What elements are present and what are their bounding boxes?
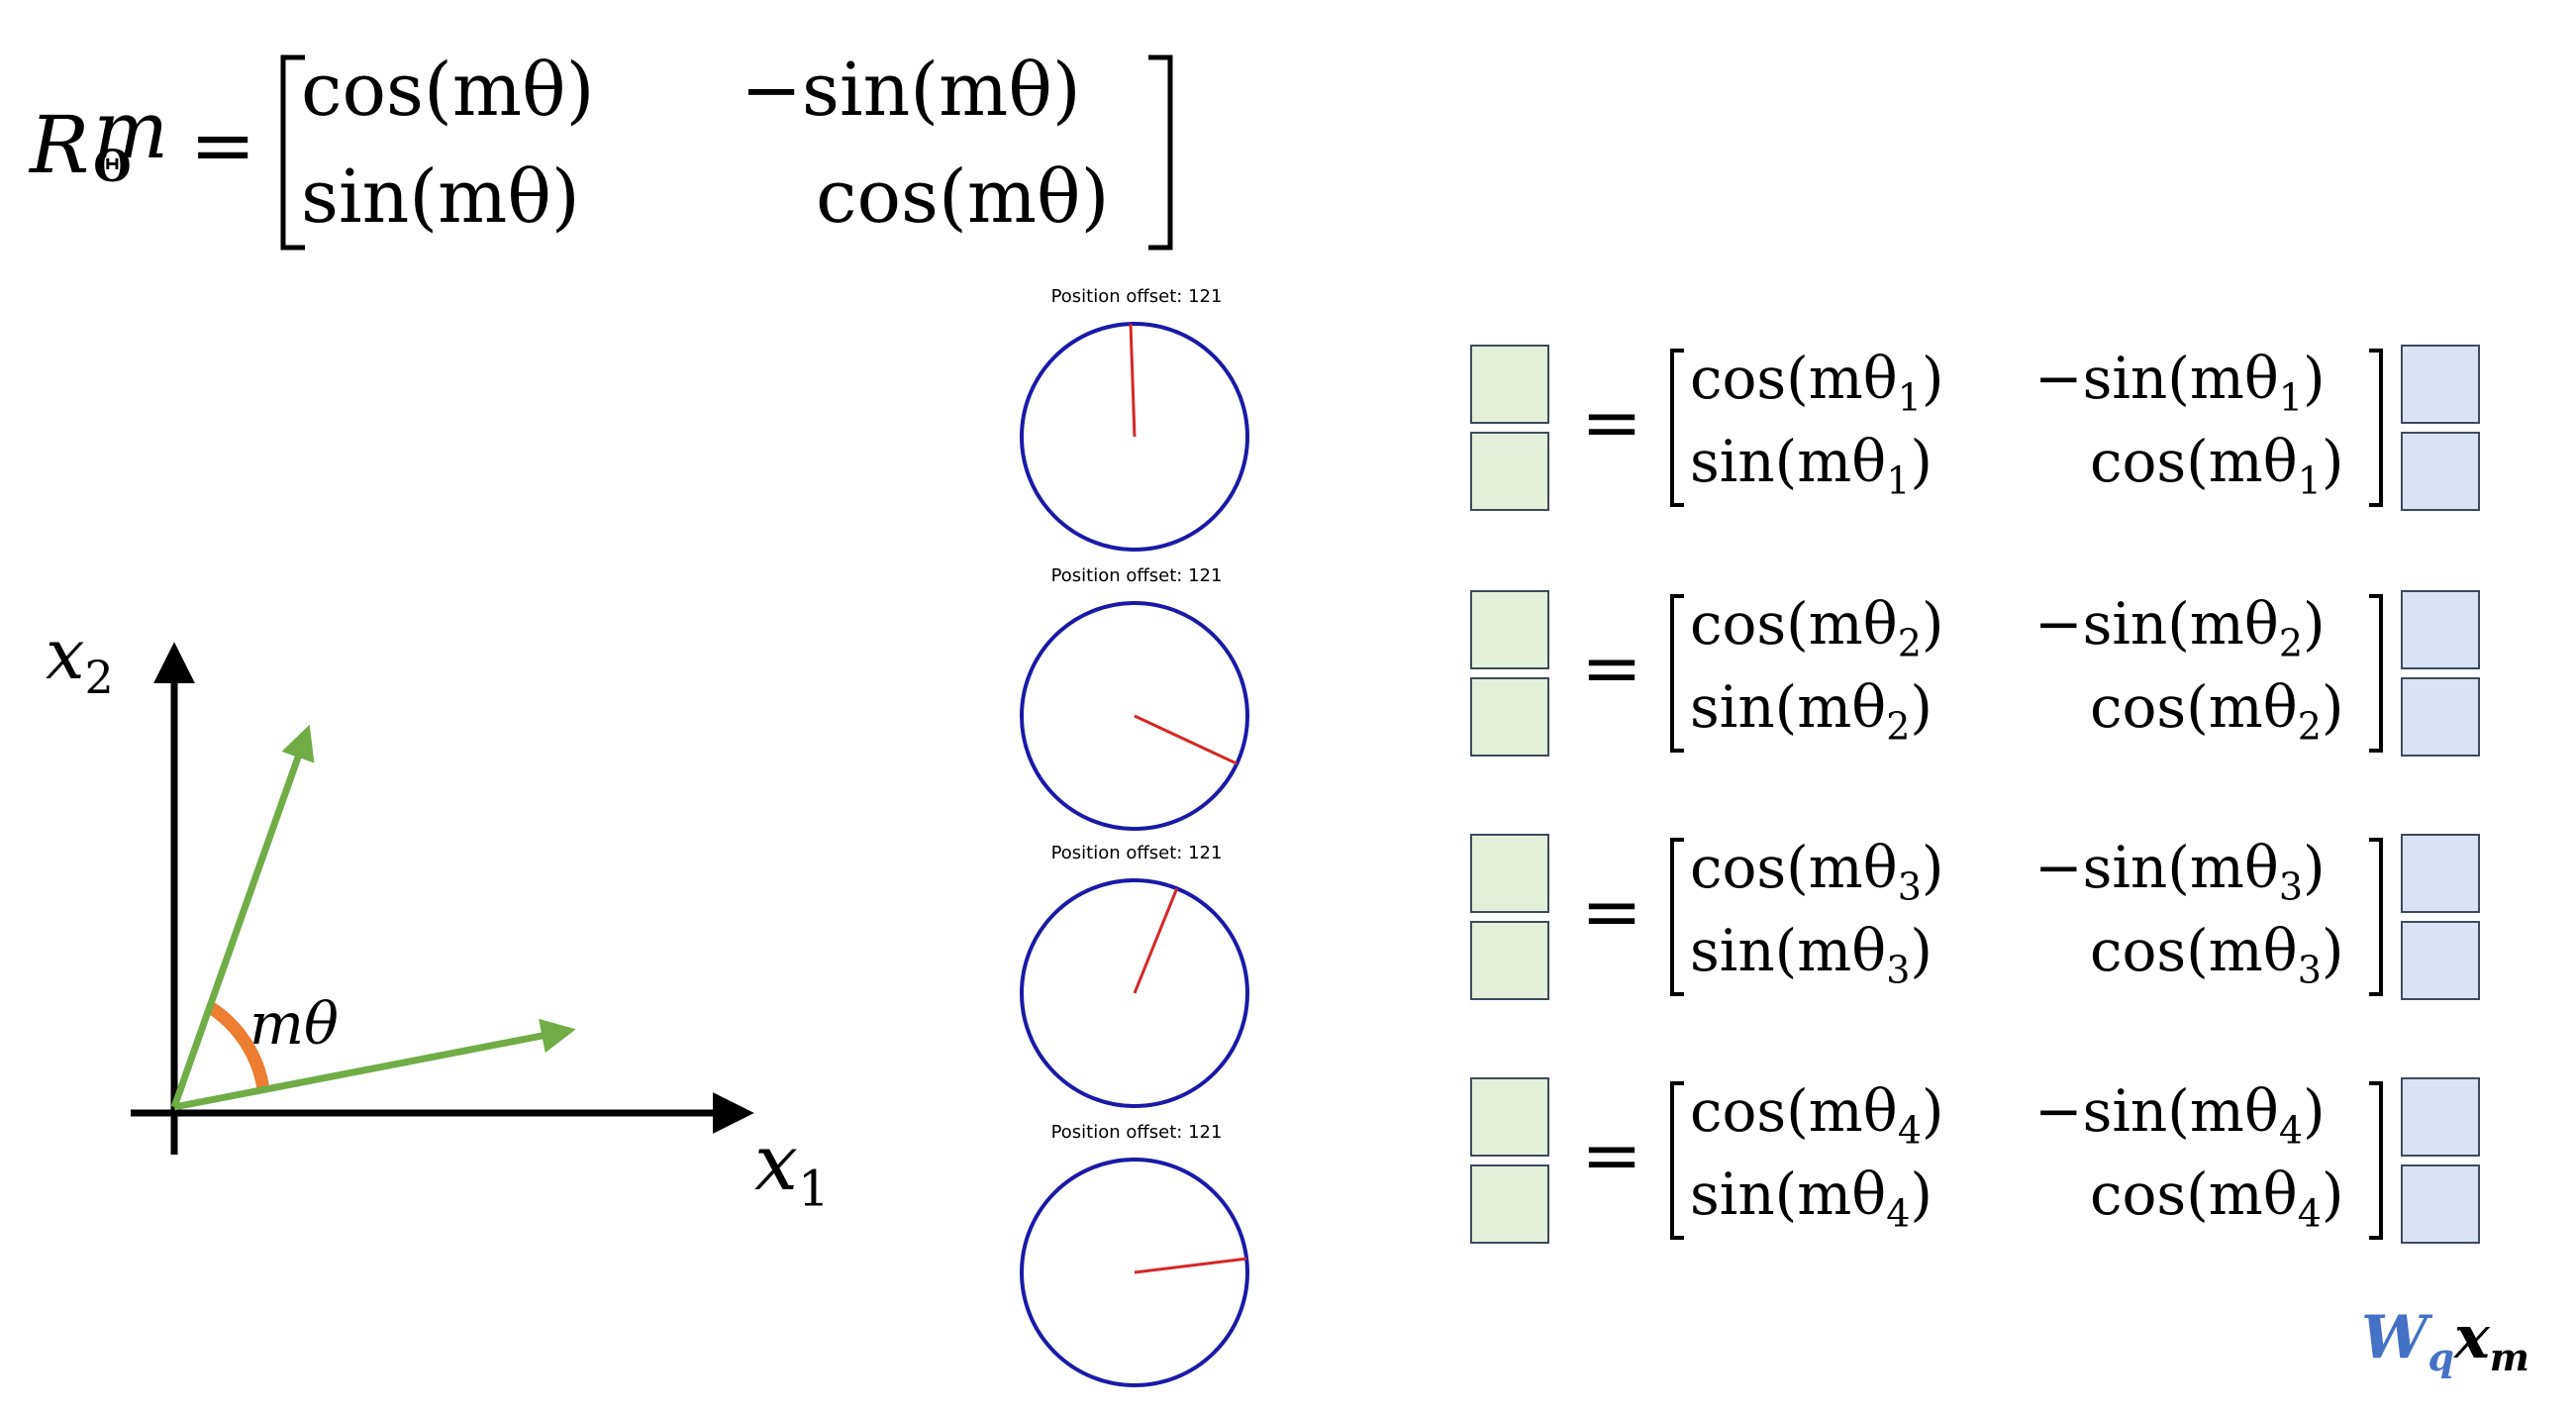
matrix-brackets <box>1670 1081 2383 1240</box>
lhs-sup: m <box>93 84 169 176</box>
equals-sign: = <box>1581 869 1643 955</box>
input-box-bottom <box>2401 921 2480 1000</box>
rotated-vector <box>170 724 315 1109</box>
rotation-matrix-formula: R m Θ = cos(mθ) −sin(mθ) sin(mθ) cos(mθ) <box>30 40 1178 257</box>
x-symbol: x <box>2453 1303 2490 1372</box>
equals-sign: = <box>1581 1113 1643 1198</box>
input-box-bottom <box>2401 1164 2480 1244</box>
matrix-brackets <box>1670 594 2383 753</box>
cell-sin: sin(mθ3) <box>1690 917 1933 992</box>
x2-sub: 2 <box>84 651 114 704</box>
matrix-cell-cos: cos(mθ) <box>301 48 595 133</box>
x1-base: x <box>754 1119 798 1208</box>
input-box-bottom <box>2401 432 2480 511</box>
output-box-bottom <box>1470 677 1549 757</box>
position-label-3: Position offset: 121 <box>1050 843 1223 863</box>
rotation-needle-2 <box>1134 714 1238 765</box>
output-box-top <box>1470 1077 1549 1157</box>
position-label-4: Position offset: 121 <box>1050 1122 1223 1143</box>
angle-arc <box>206 1001 270 1091</box>
output-box-bottom <box>1470 1164 1549 1244</box>
input-box-top <box>2401 1077 2480 1157</box>
big-matrix: cos(mθ) −sin(mθ) sin(mθ) cos(mθ) <box>275 48 1178 252</box>
vector-rotation-diagram <box>131 642 754 1155</box>
output-box-bottom <box>1470 432 1549 511</box>
x2-base: x <box>46 614 85 695</box>
rotation-needle-4 <box>1134 1257 1247 1274</box>
cell-neg-sin: −sin(mθ4) <box>2034 1077 2326 1153</box>
lhs-sub: Θ <box>93 142 132 192</box>
position-label-2: Position offset: 121 <box>1050 565 1223 586</box>
x2-axis-label: x2 <box>46 614 114 704</box>
cell-neg-sin: −sin(mθ1) <box>2034 345 2326 420</box>
input-box-top <box>2401 345 2480 424</box>
cell-cos: cos(mθ3) <box>1690 834 1944 909</box>
matrix-brackets <box>280 54 1173 251</box>
angle-label: mθ <box>249 990 339 1058</box>
output-box-top <box>1470 834 1549 913</box>
cell-sin: sin(mθ4) <box>1690 1161 1933 1236</box>
rotation-circles <box>1020 322 1249 1387</box>
rotation-matrix-symbol: R m Θ = <box>30 84 256 192</box>
query-projection-label: Wqxm <box>2361 1303 2529 1379</box>
equals-sign: = <box>189 99 256 191</box>
matrix-cell-sin: sin(mθ) <box>301 154 580 240</box>
lhs-base: R <box>30 99 90 191</box>
rotation-equation-1: = cos(mθ1) −sin(mθ1) sin(mθ1) cos(mθ1) <box>1470 339 2480 513</box>
matrix-brackets <box>1670 838 2383 996</box>
rotation-equation-2: = cos(mθ2) −sin(mθ2) sin(mθ2) cos(mθ2) <box>1470 584 2480 759</box>
w-subscript: q <box>2427 1335 2454 1379</box>
cell-cos: cos(mθ1) <box>1690 345 1944 420</box>
matrix-brackets <box>1670 349 2383 507</box>
cell-cos: cos(mθ4) <box>1690 1077 1944 1153</box>
cell-cos-2: cos(mθ4) <box>2090 1161 2344 1236</box>
original-vector <box>173 1018 576 1111</box>
w-symbol: W <box>2361 1303 2428 1372</box>
cell-cos-2: cos(mθ3) <box>2090 917 2344 992</box>
cell-neg-sin: −sin(mθ3) <box>2034 834 2326 909</box>
cell-cos-2: cos(mθ2) <box>2090 673 2344 749</box>
x1-sub: 1 <box>798 1160 830 1218</box>
input-box-top <box>2401 834 2480 913</box>
input-box-top <box>2401 590 2480 669</box>
cell-neg-sin: −sin(mθ2) <box>2034 590 2326 665</box>
rotation-equation-3: = cos(mθ3) −sin(mθ3) sin(mθ3) cos(mθ3) <box>1470 828 2480 1002</box>
matrix-cell-neg-sin: −sin(mθ) <box>741 48 1081 133</box>
position-label-1: Position offset: 121 <box>1050 286 1223 307</box>
cell-sin: sin(mθ1) <box>1690 428 1933 503</box>
input-box-bottom <box>2401 677 2480 757</box>
equals-sign: = <box>1581 380 1643 465</box>
rotation-equation-4: = cos(mθ4) −sin(mθ4) sin(mθ4) cos(mθ4) <box>1470 1071 2480 1246</box>
cell-sin: sin(mθ2) <box>1690 673 1933 749</box>
cell-cos-2: cos(mθ1) <box>2090 428 2344 503</box>
equals-sign: = <box>1581 626 1643 711</box>
output-box-top <box>1470 345 1549 424</box>
rotation-needle-1 <box>1129 324 1137 438</box>
output-box-bottom <box>1470 921 1549 1000</box>
cell-cos: cos(mθ2) <box>1690 590 1944 665</box>
x-subscript: m <box>2489 1335 2529 1379</box>
x1-axis-label: x1 <box>754 1119 830 1218</box>
matrix-cell-cos-2: cos(mθ) <box>816 154 1110 240</box>
output-box-top <box>1470 590 1549 669</box>
rotation-needle-3 <box>1133 887 1179 994</box>
